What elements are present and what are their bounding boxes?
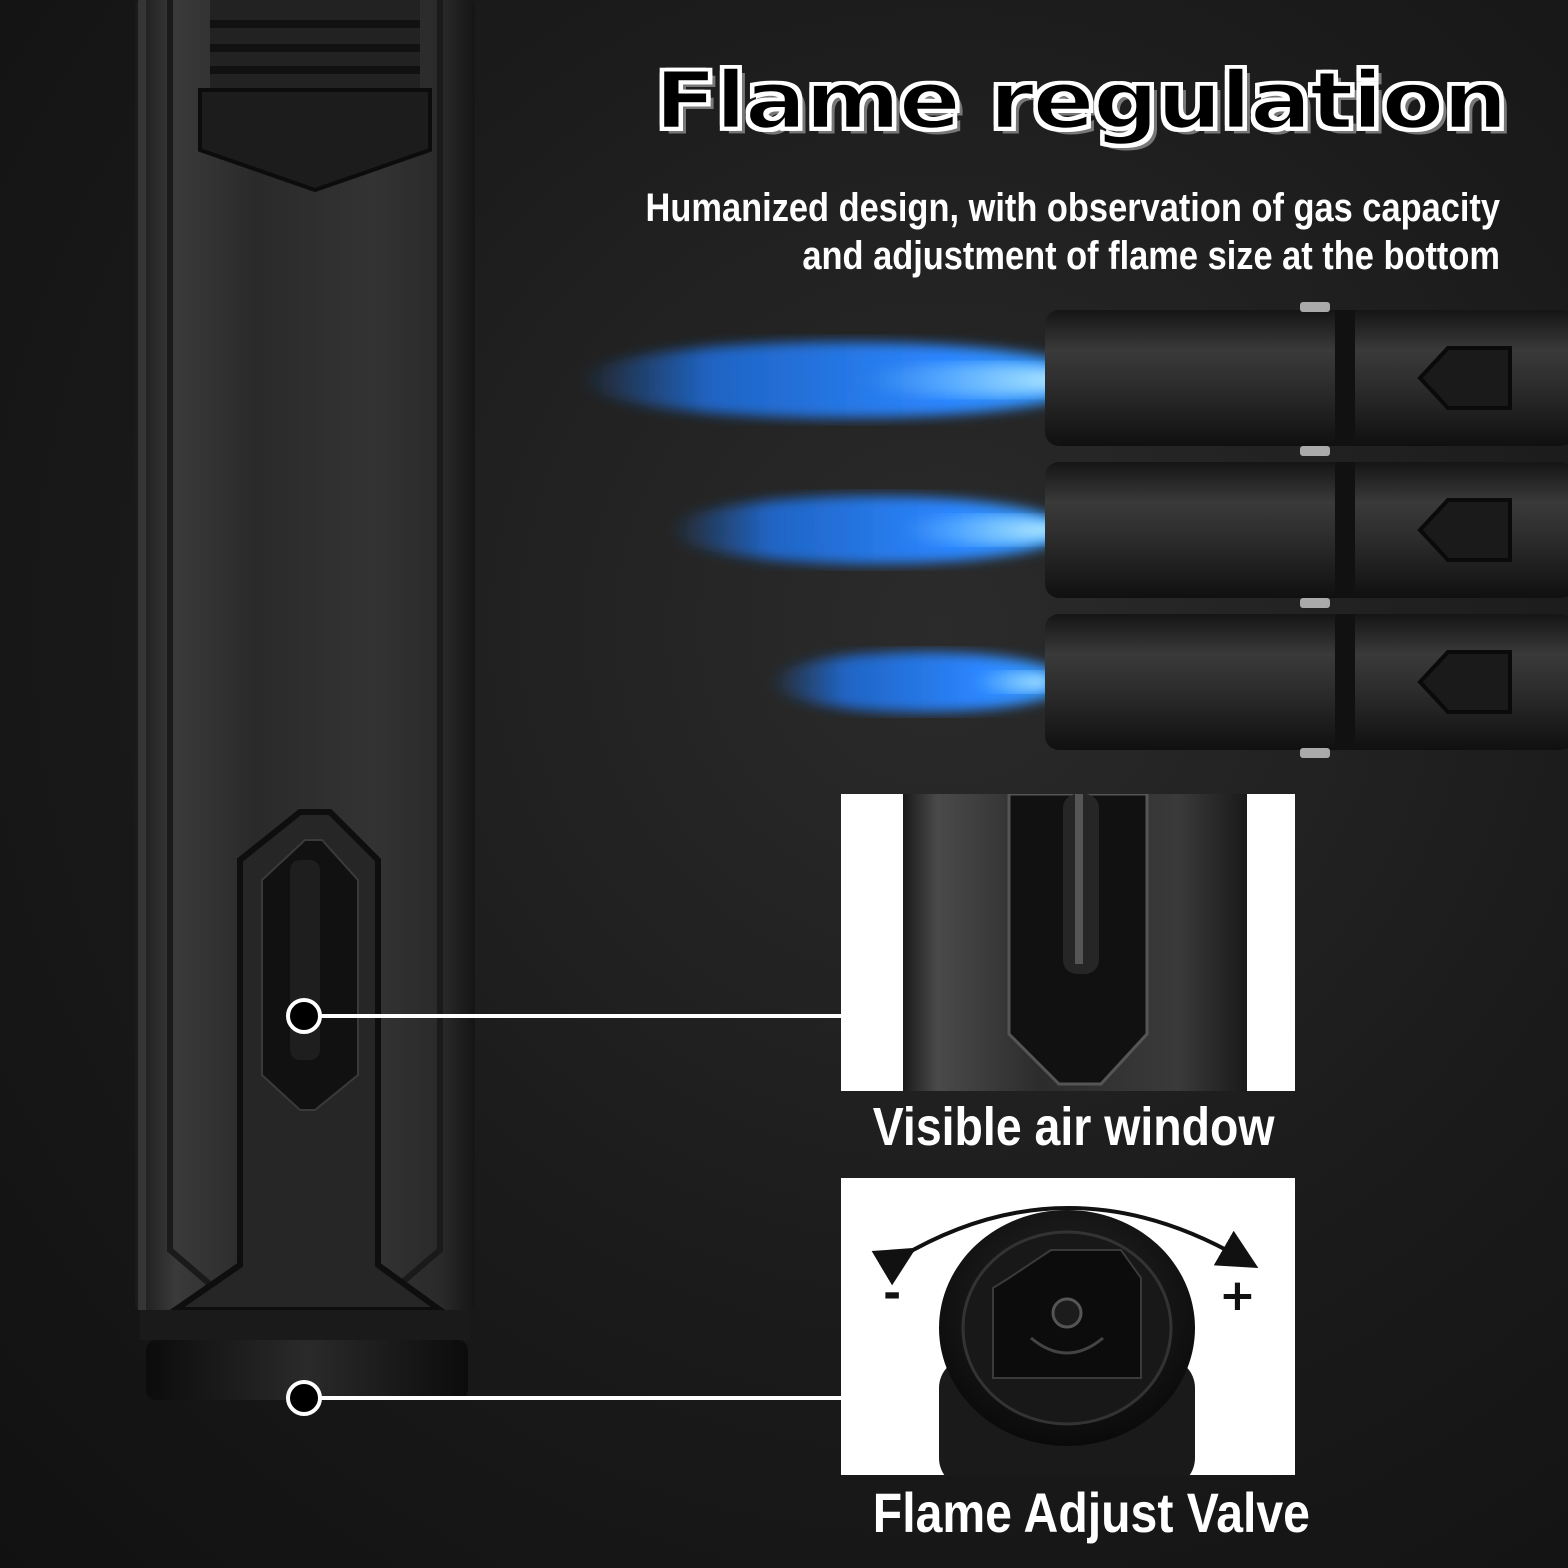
valve-dot [286,1380,322,1416]
subtitle-line-2: and adjustment of flame size at the bott… [802,234,1500,278]
air-window-dot [286,998,322,1034]
valve-closeup-panel: - + [841,1178,1295,1475]
subtitle-line-1: Humanized design, with observation of ga… [645,186,1500,230]
valve-caption: Flame Adjust Valve [872,1481,1310,1544]
page-title: Flame regulation [653,55,1510,148]
page-subtitle: Humanized design, with observation of ga… [640,184,1500,280]
air-window-closeup-panel [841,794,1295,1091]
valve-closeup-image [871,1206,1259,1475]
increase-sign: + [1219,1270,1256,1321]
air-window-closeup-image [903,794,1247,1091]
torch-small-flame [770,614,1568,758]
decrease-sign: - [883,1268,902,1319]
air-window-caption: Visible air window [872,1097,1275,1157]
torch-medium-flame [670,462,1568,608]
torch-large-flame [580,302,1568,456]
